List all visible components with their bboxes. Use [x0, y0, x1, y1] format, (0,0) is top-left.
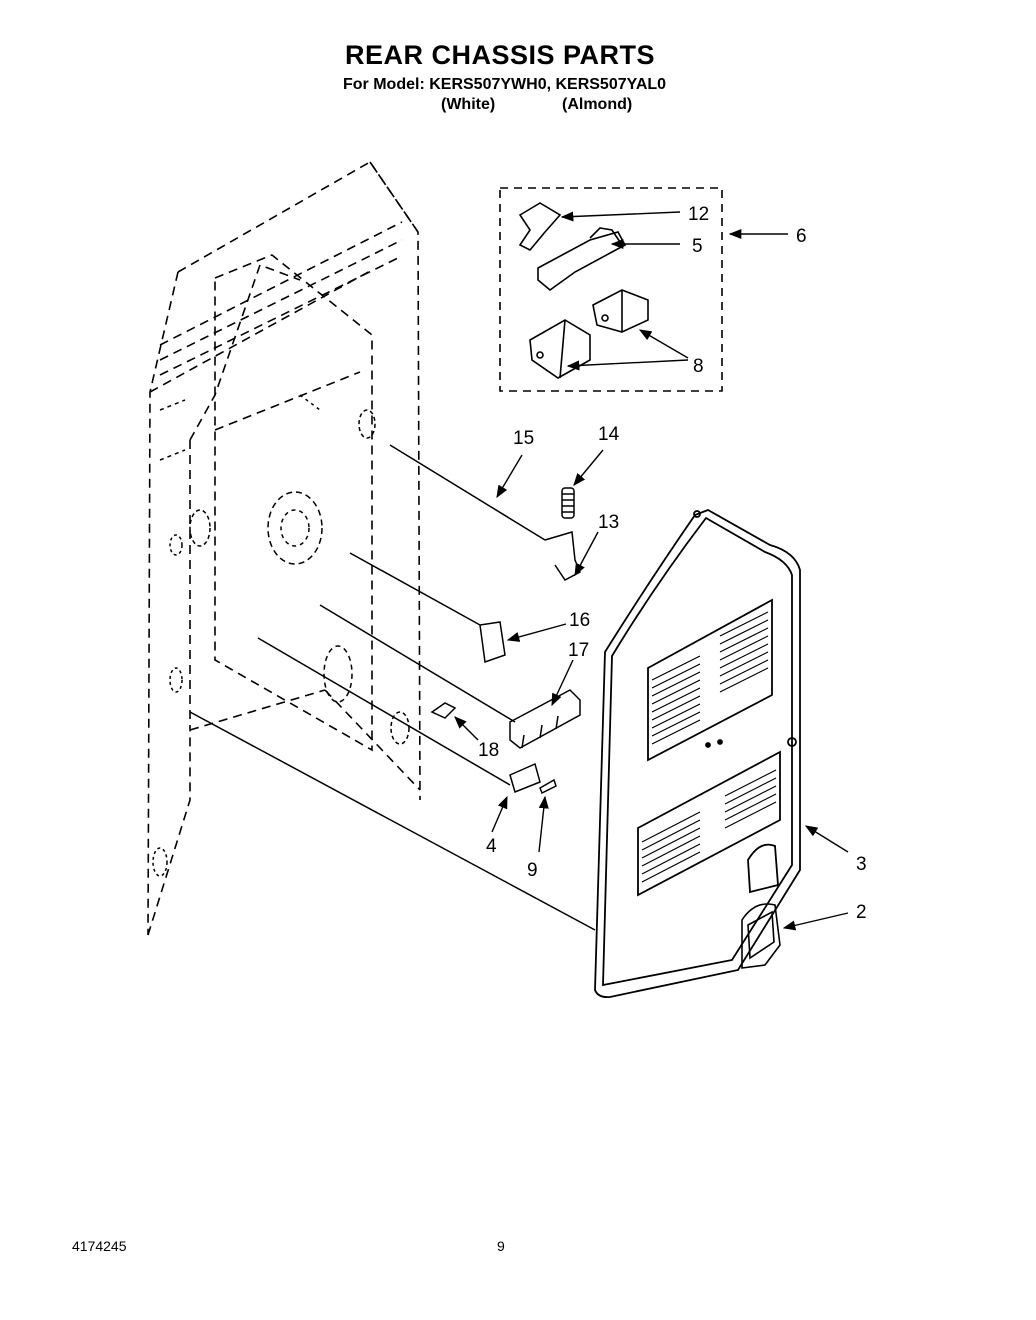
rear-panel-vent-slots: [641, 611, 777, 883]
callout-5: 5: [692, 236, 703, 257]
callout-6: 6: [796, 226, 807, 247]
callout-17: 17: [568, 640, 589, 661]
callout-4: 4: [486, 836, 497, 857]
page-title: REAR CHASSIS PARTS: [344, 40, 656, 70]
model-line: For Model: KERS507YWH0, KERS507YAL0: [343, 76, 667, 93]
document-number: 4174245: [72, 1238, 127, 1254]
callout-9: 9: [527, 860, 538, 881]
leader-lines: [454, 211, 849, 931]
small-parts: [189, 444, 596, 931]
callout-15: 15: [513, 428, 534, 449]
callout-14: 14: [598, 424, 620, 445]
callout-8: 8: [693, 356, 704, 377]
variant-almond: (Almond): [562, 96, 633, 113]
variant-white: (White): [441, 96, 496, 113]
callout-12: 12: [688, 204, 709, 225]
callout-16: 16: [569, 610, 590, 631]
range-body-details: [152, 394, 410, 877]
bracket-kit-box: [499, 187, 723, 392]
callout-3: 3: [856, 854, 867, 875]
cover-plate: [741, 903, 781, 969]
page-number: 9: [497, 1238, 505, 1254]
bracket-kit-parts: [518, 202, 649, 379]
callout-2: 2: [856, 902, 867, 923]
callout-18: 18: [478, 740, 499, 761]
range-body-outline: [147, 160, 421, 936]
rear-panel: [594, 509, 801, 999]
callout-13: 13: [598, 512, 619, 533]
